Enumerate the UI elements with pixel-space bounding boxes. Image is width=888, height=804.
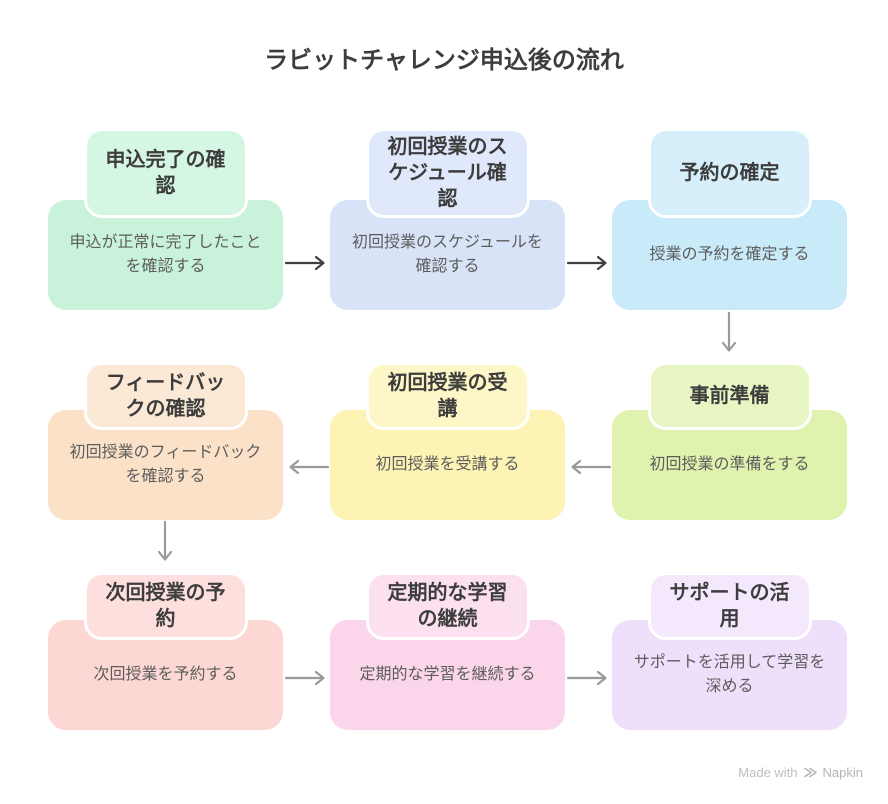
- node-header: 事前準備: [647, 362, 812, 430]
- node-title: 申込完了の確認: [105, 149, 226, 197]
- arrow-right-7-to-8: [284, 670, 325, 686]
- node-body: 初回授業のフィードバックを確認する: [48, 410, 283, 520]
- node-description: 定期的な学習を継続する: [359, 666, 536, 683]
- node-body: 申込が正常に完了したことを確認する: [48, 200, 283, 310]
- node-description: 初回授業の準備をする: [649, 456, 810, 473]
- arrow-down-6-to-7: [157, 520, 173, 561]
- napkin-logo-icon: [803, 767, 817, 778]
- node-title: フィードバックの確認: [105, 372, 226, 420]
- node-description: サポートを活用して学習を深める: [633, 654, 826, 695]
- node-title: 初回授業のスケジュール確認: [387, 136, 508, 210]
- node-body: 初回授業の準備をする: [612, 410, 847, 520]
- arrow-right-1-to-2: [284, 255, 325, 271]
- node-header: 次回授業の予約: [83, 572, 248, 640]
- node-title: 次回授業の予約: [105, 582, 226, 630]
- flow-node-support-utilization: サポートを活用して学習を深める サポートの活用: [612, 572, 847, 730]
- node-title: 予約の確定: [679, 162, 780, 184]
- node-header: 定期的な学習の継続: [365, 572, 530, 640]
- flow-node-next-lesson-booking: 次回授業を予約する 次回授業の予約: [48, 572, 283, 730]
- node-header: 予約の確定: [647, 128, 812, 218]
- arrow-left-5-to-6: [289, 459, 330, 475]
- node-header: 初回授業のスケジュール確認: [365, 128, 530, 218]
- node-description: 授業の予約を確定する: [649, 246, 810, 263]
- node-body: 次回授業を予約する: [48, 620, 283, 730]
- node-description: 初回授業を受講する: [375, 456, 520, 473]
- node-body: 初回授業のスケジュールを確認する: [330, 200, 565, 310]
- node-header: フィードバックの確認: [83, 362, 248, 430]
- flow-node-application-complete: 申込が正常に完了したことを確認する 申込完了の確認: [48, 128, 283, 310]
- node-description: 申込が正常に完了したことを確認する: [69, 234, 262, 275]
- flow-node-attend-first-lesson: 初回授業を受講する 初回授業の受講: [330, 362, 565, 520]
- node-header: 初回授業の受講: [365, 362, 530, 430]
- flow-node-feedback-check: 初回授業のフィードバックを確認する フィードバックの確認: [48, 362, 283, 520]
- node-title: 事前準備: [689, 385, 770, 407]
- node-header: サポートの活用: [647, 572, 812, 640]
- node-description: 次回授業を予約する: [93, 666, 238, 683]
- arrow-right-8-to-9: [566, 670, 607, 686]
- watermark-prefix: Made with: [738, 765, 798, 780]
- node-title: サポートの活用: [669, 582, 790, 630]
- watermark-brand: Napkin: [822, 765, 863, 780]
- arrow-left-4-to-5: [571, 459, 612, 475]
- node-body: 授業の予約を確定する: [612, 200, 847, 310]
- flow-node-reservation-confirm: 授業の予約を確定する 予約の確定: [612, 128, 847, 310]
- node-description: 初回授業のフィードバックを確認する: [69, 444, 262, 485]
- diagram-title: ラビットチャレンジ申込後の流れ: [264, 47, 624, 74]
- arrow-right-2-to-3: [566, 255, 607, 271]
- flow-node-preparation: 初回授業の準備をする 事前準備: [612, 362, 847, 520]
- node-title: 定期的な学習の継続: [387, 582, 508, 630]
- arrow-down-3-to-4: [721, 311, 737, 352]
- node-header: 申込完了の確認: [83, 128, 248, 218]
- made-with-napkin-watermark: Made with Napkin: [738, 765, 863, 780]
- node-description: 初回授業のスケジュールを確認する: [352, 234, 543, 275]
- flow-node-continuous-learning: 定期的な学習を継続する 定期的な学習の継続: [330, 572, 565, 730]
- flow-node-first-lesson-schedule: 初回授業のスケジュールを確認する 初回授業のスケジュール確認: [330, 128, 565, 310]
- node-title: 初回授業の受講: [387, 372, 508, 420]
